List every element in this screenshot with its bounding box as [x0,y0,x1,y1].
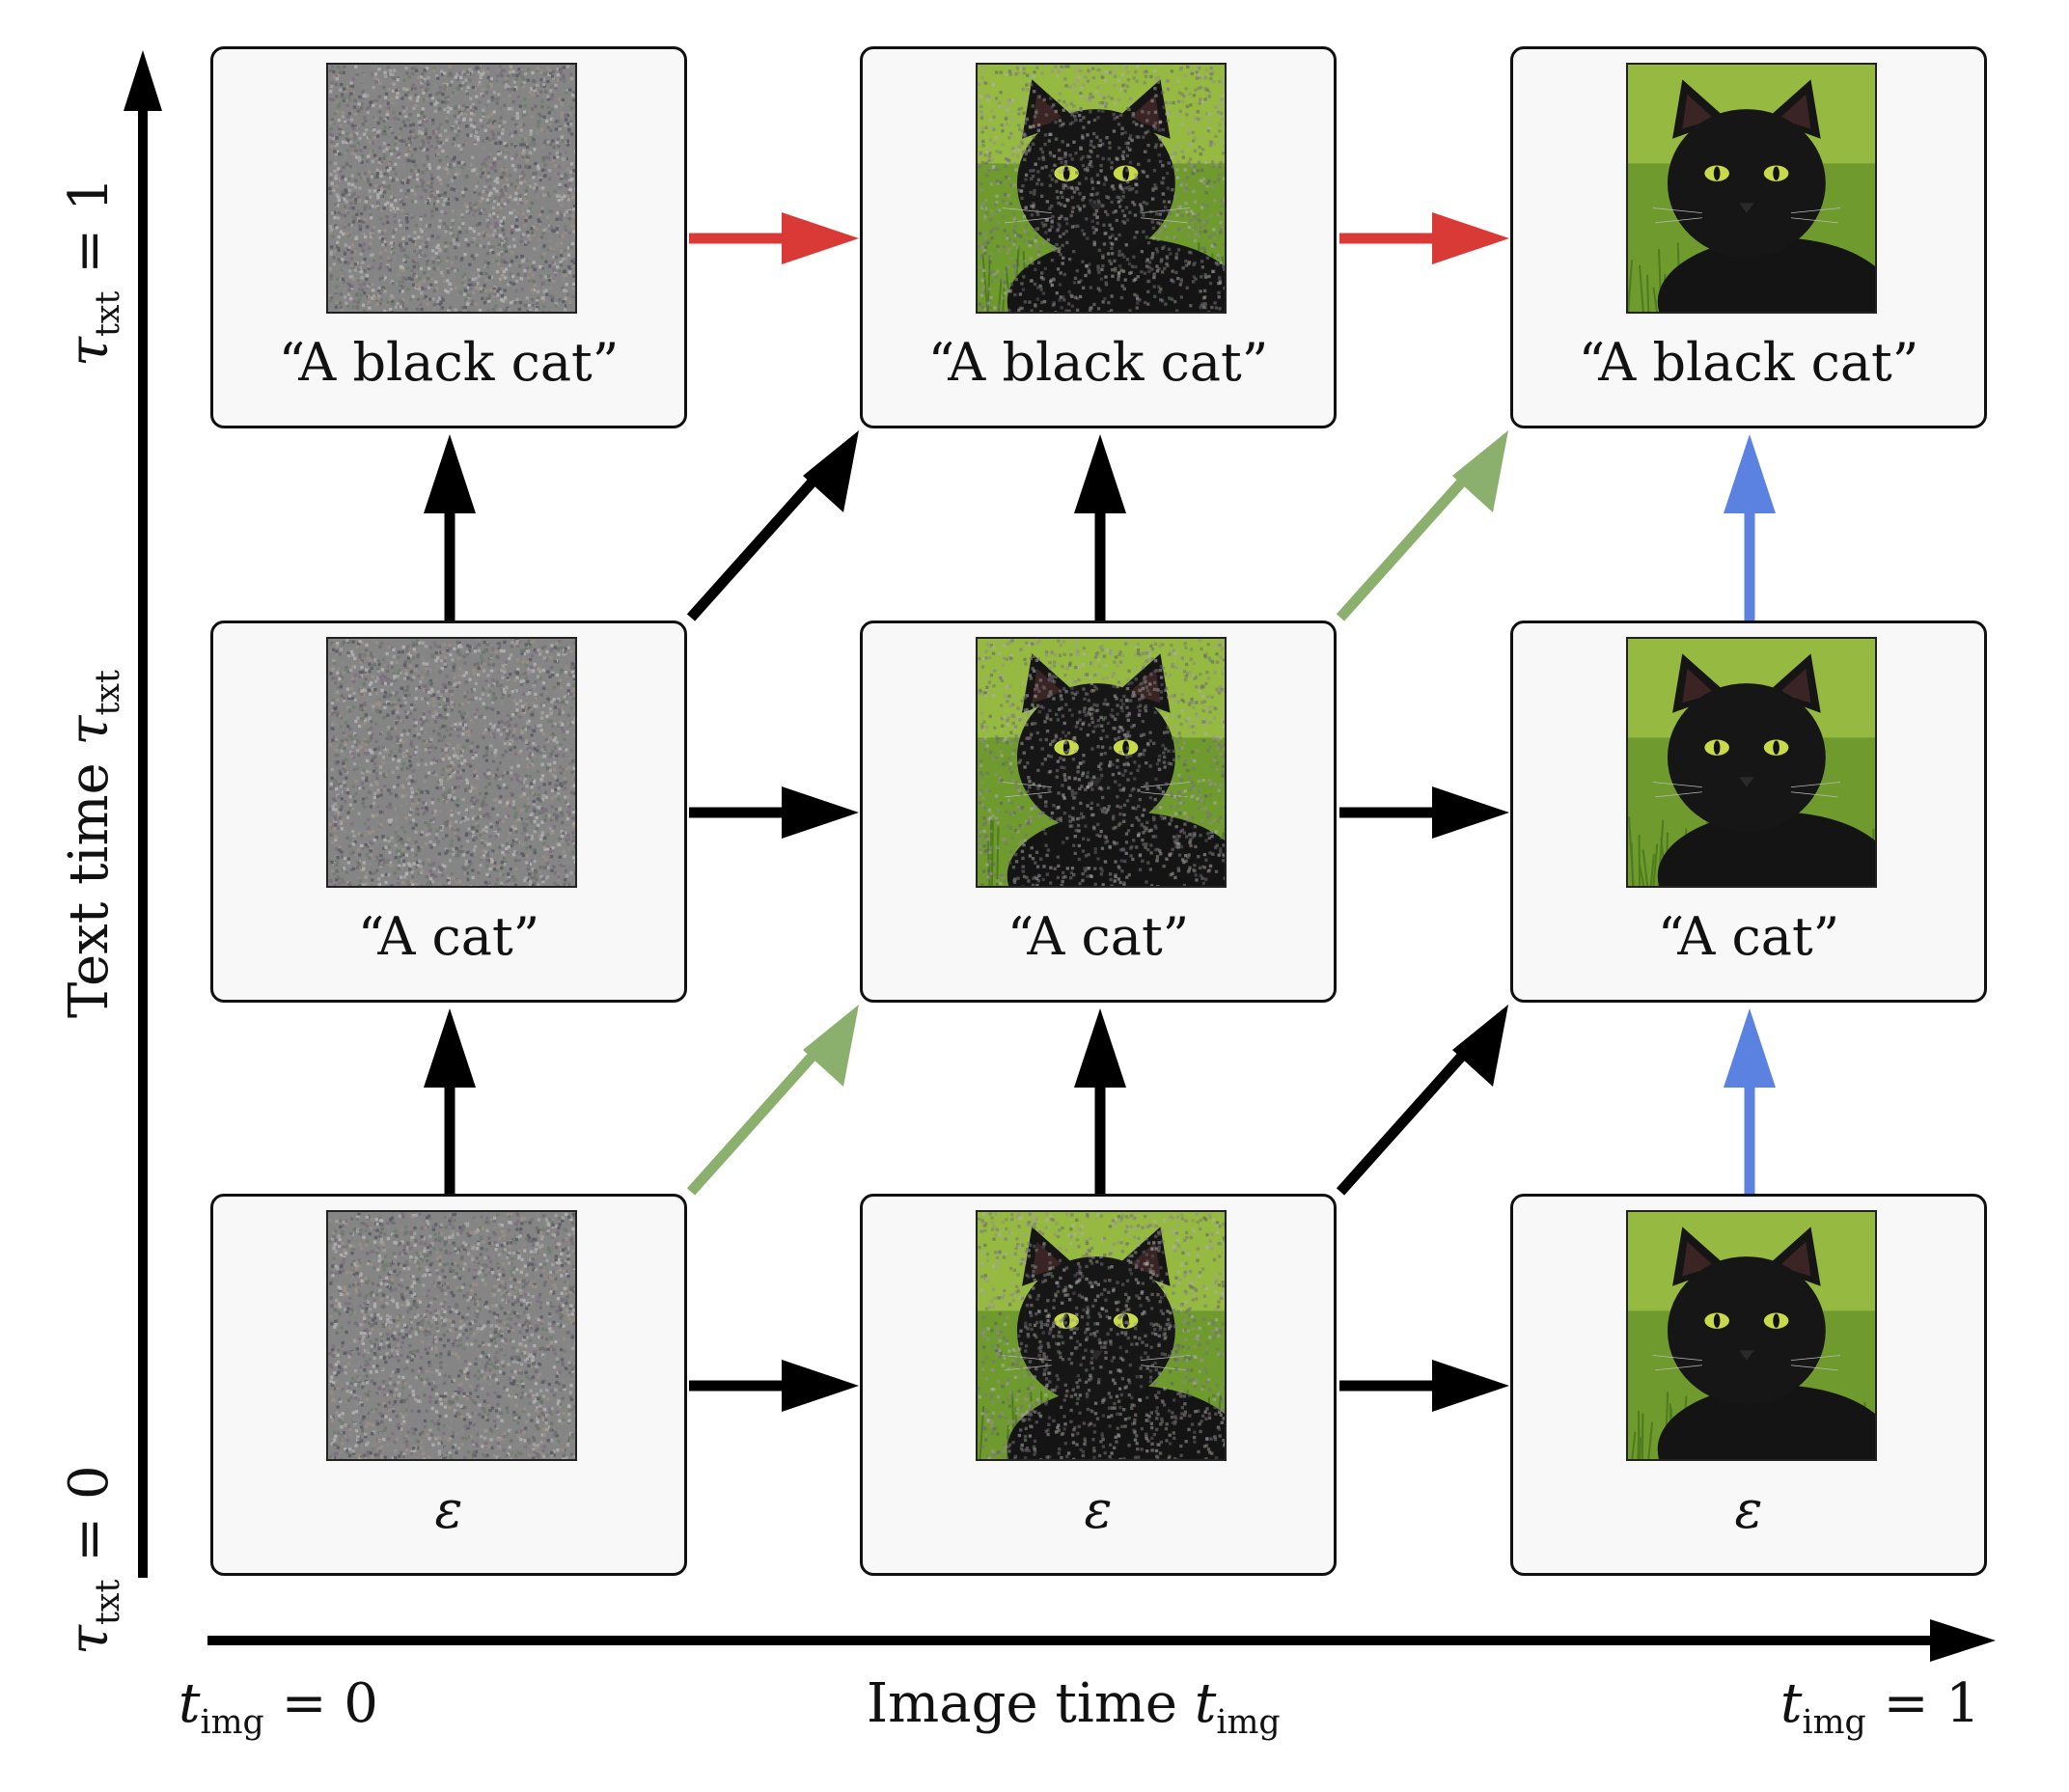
arrowhead-col2-mid-top [1724,434,1776,513]
cell-top-1: “A black cat” [860,46,1337,428]
arrowhead-col0-mid-top [424,434,476,513]
cell-caption: “A black cat” [1578,332,1919,393]
y-axis-arrowhead [124,50,162,111]
cell-bottom-2: ε [1510,1194,1987,1576]
diag-mid1-top2 [1336,477,1468,621]
clean-black-cat-image [1626,1210,1877,1461]
cell-caption: “A cat” [1657,906,1840,967]
thumbnail-drawing [328,1212,575,1459]
cell-top-2: “A black cat” [1510,46,1987,428]
cell-caption: “A cat” [1007,906,1190,967]
diag-mid0-top1 [686,477,818,621]
pure-noise-image [326,63,577,314]
diag-head-mid1-top2 [1452,430,1508,512]
arrowhead-top-1-2 [1432,212,1509,264]
arrowhead-top-0-1 [782,212,859,264]
cell-caption: “A black cat” [278,332,620,393]
thumbnail-drawing [1628,1212,1875,1459]
arrowhead-mid-0-1 [782,786,859,839]
pure-noise-image [326,637,577,888]
noisy-black-cat-image [976,1210,1227,1461]
x-axis-left-label: timg = 0 [179,1672,378,1743]
arrowhead-bot-1-2 [1432,1360,1509,1412]
diag-head-bot1-mid2 [1452,1005,1508,1087]
x-axis-title: Image time timg [867,1672,1281,1743]
cell-caption: “A cat” [357,906,540,967]
thumbnail-drawing [328,639,575,886]
diag-head-mid0-top1 [803,430,859,512]
pure-noise-image [326,1210,577,1461]
thumbnail-drawing [978,65,1225,312]
thumbnail-drawing [1628,65,1875,312]
clean-black-cat-image [1626,63,1877,314]
cell-top-0: “A black cat” [210,46,687,428]
noisy-black-cat-image [976,63,1227,314]
arrowhead-col1-mid-top [1074,434,1126,513]
cell-bottom-1: ε [860,1194,1337,1576]
arrowhead-mid-1-2 [1432,786,1509,839]
noisy-black-cat-image [976,637,1227,888]
x-axis-arrowhead [1930,1619,1996,1662]
diag-head-bot0-mid1 [803,1005,859,1087]
cell-bottom-0: ε [210,1194,687,1576]
thumbnail-drawing [978,1212,1225,1459]
diag-bot1-mid2 [1336,1051,1468,1196]
arrowhead-bot-0-1 [782,1360,859,1412]
diag-bot0-mid1 [686,1051,818,1196]
thumbnail-drawing [1628,639,1875,886]
cell-caption-epsilon: ε [1734,1479,1763,1540]
cell-middle-1: “A cat” [860,620,1337,1003]
cell-middle-0: “A cat” [210,620,687,1003]
arrowhead-col0-bot-mid [424,1008,476,1088]
x-axis-right-label: timg = 1 [1780,1672,1980,1743]
clean-black-cat-image [1626,637,1877,888]
thumbnail-drawing [328,65,575,312]
cell-caption: “A black cat” [927,332,1269,393]
cell-caption-epsilon: ε [1084,1479,1113,1540]
cell-caption-epsilon: ε [434,1479,463,1540]
arrowhead-col1-bot-mid [1074,1008,1126,1088]
thumbnail-drawing [978,639,1225,886]
arrowhead-col2-bot-mid [1724,1008,1776,1088]
cell-middle-2: “A cat” [1510,620,1987,1003]
